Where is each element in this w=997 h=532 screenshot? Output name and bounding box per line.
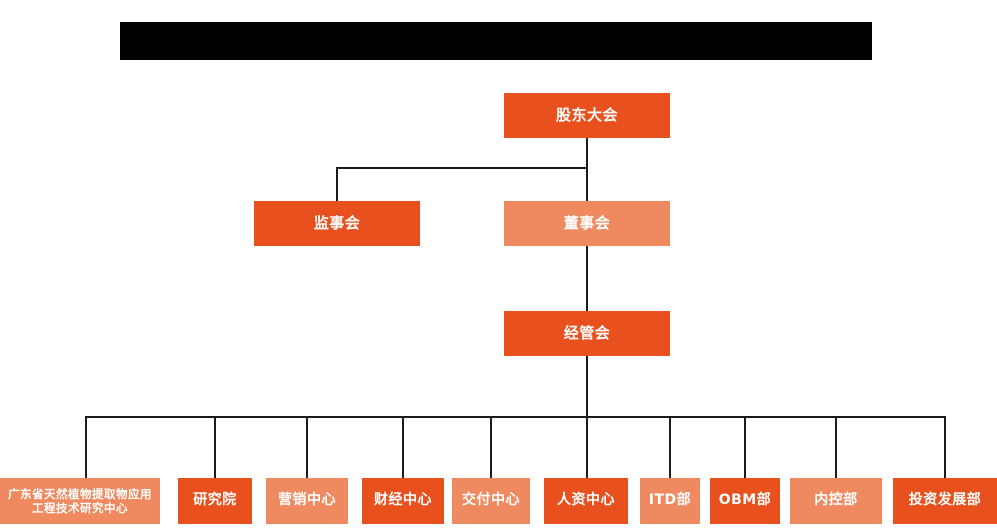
connector-departments-bus bbox=[85, 416, 945, 418]
org-node-dept-itd[interactable]: ITD部 bbox=[640, 478, 700, 524]
connector-dept-6-drop bbox=[669, 416, 671, 478]
org-node-dept-hr[interactable]: 人资中心 bbox=[544, 478, 628, 524]
connector-dept-0-drop bbox=[85, 416, 87, 478]
connector-shareholders-drop bbox=[586, 138, 588, 168]
org-node-dept-obm[interactable]: OBM部 bbox=[710, 478, 780, 524]
org-node-dept-research-center[interactable]: 广东省天然植物提取物应用工程技术研究中心 bbox=[0, 478, 160, 524]
connector-dept-7-drop bbox=[744, 416, 746, 478]
connector-level2-bus bbox=[336, 167, 588, 169]
org-node-directors[interactable]: 董事会 bbox=[504, 201, 670, 246]
connector-dept-9-drop bbox=[944, 416, 946, 478]
connector-management-drop bbox=[586, 356, 588, 417]
connector-directors-drop bbox=[586, 167, 588, 201]
redacted-title-banner bbox=[120, 22, 872, 60]
org-node-dept-investment[interactable]: 投资发展部 bbox=[893, 478, 997, 524]
org-node-supervisors[interactable]: 监事会 bbox=[254, 201, 420, 246]
org-node-dept-delivery[interactable]: 交付中心 bbox=[452, 478, 530, 524]
connector-dept-5-drop bbox=[586, 416, 588, 478]
connector-dept-3-drop bbox=[402, 416, 404, 478]
connector-dept-1-drop bbox=[214, 416, 216, 478]
connector-dept-4-drop bbox=[490, 416, 492, 478]
org-node-dept-marketing[interactable]: 营销中心 bbox=[266, 478, 348, 524]
connector-dept-8-drop bbox=[835, 416, 837, 478]
org-node-dept-finance[interactable]: 财经中心 bbox=[362, 478, 444, 524]
connector-supervisors-drop bbox=[336, 167, 338, 201]
org-node-shareholders[interactable]: 股东大会 bbox=[504, 93, 670, 138]
org-node-dept-institute[interactable]: 研究院 bbox=[178, 478, 252, 524]
connector-directors-to-management bbox=[586, 246, 588, 311]
connector-dept-2-drop bbox=[306, 416, 308, 478]
org-node-dept-internal-control[interactable]: 内控部 bbox=[790, 478, 882, 524]
org-node-management[interactable]: 经管会 bbox=[504, 311, 670, 356]
